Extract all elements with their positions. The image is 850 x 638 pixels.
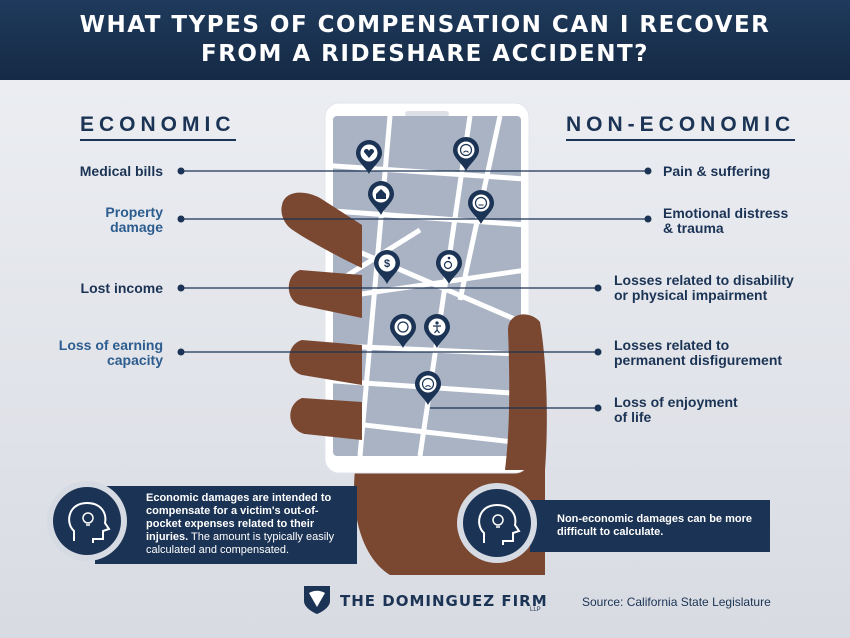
finger-2: [289, 340, 362, 385]
head-lightbulb-icon: [47, 481, 127, 561]
frown-face-icon: [415, 371, 441, 405]
non-economic-info-text: Non-economic damages can be more difficu…: [557, 513, 752, 538]
connector-lines: [181, 170, 648, 409]
firm-logo-name: THE DOMINGUEZ FIRM: [340, 592, 548, 610]
label-pain-suffering: Pain & suffering: [663, 163, 771, 179]
title-line-1: WHAT TYPES OF COMPENSATION CAN I RECOVER: [79, 12, 771, 38]
heart-monitor-icon: [356, 140, 382, 174]
finger-1: [288, 270, 362, 318]
phone-speaker: [405, 111, 449, 117]
economic-title: ECONOMIC: [80, 113, 236, 141]
label-medical-bills: Medical bills: [79, 163, 163, 179]
label-emotional-distress: Emotional distress& trauma: [663, 205, 789, 236]
connector-dots: [177, 167, 652, 412]
header-banner: WHAT TYPES OF COMPENSATION CAN I RECOVER…: [0, 0, 850, 80]
coin-icon: [390, 314, 416, 348]
neutral-face-icon: [468, 190, 494, 224]
person-icon: [424, 314, 450, 348]
firm-logo-sub: LLP: [530, 607, 541, 613]
sad-face-icon: [453, 137, 479, 171]
label-lost-income: Lost income: [80, 280, 163, 296]
source-citation: Source: California State Legislature: [582, 595, 771, 609]
non-economic-title: NON-ECONOMIC: [566, 113, 796, 141]
map-screen: [333, 116, 521, 456]
non-economic-info-box: [530, 500, 770, 552]
money-icon: $: [374, 250, 400, 284]
firm-logo-shield: [304, 586, 330, 614]
thumb: [281, 192, 362, 268]
title-line-2: FROM A RIDESHARE ACCIDENT?: [201, 41, 649, 67]
economic-info-box: [95, 486, 357, 564]
palm-side: [505, 314, 547, 470]
economic-info-text: Economic damages are intended to compens…: [146, 492, 335, 556]
svg-text:$: $: [384, 258, 390, 270]
finger-3: [290, 398, 362, 440]
house-icon: [368, 181, 394, 215]
wheelchair-icon: [436, 250, 462, 284]
head-lightbulb-icon-2: [457, 483, 537, 563]
